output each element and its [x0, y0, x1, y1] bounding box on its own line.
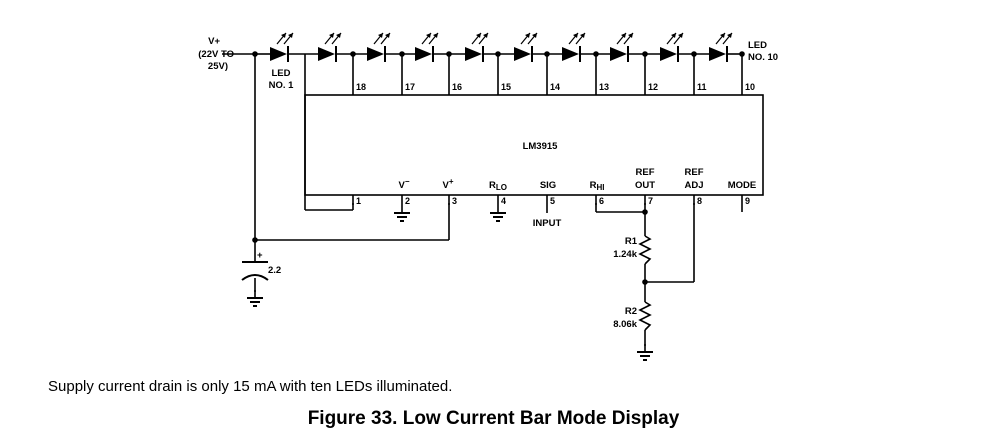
- capacitor-polarity: +: [257, 250, 263, 261]
- ground-capacitor: [247, 290, 263, 307]
- top-pin-14: 14: [550, 82, 560, 92]
- pin7-label-line2: OUT: [635, 180, 655, 191]
- pin5-label: SIG: [540, 180, 556, 191]
- pin2-label: V−: [398, 177, 409, 191]
- top-pin-15: 15: [501, 82, 511, 92]
- led-10: [709, 32, 733, 62]
- pin3-label: V+: [442, 177, 453, 191]
- ground-r2: [637, 344, 653, 361]
- r2-value: 8.06k: [613, 319, 637, 330]
- bottom-pin-1: 1: [356, 196, 361, 206]
- pin4-label: RLO: [489, 180, 507, 192]
- led-3: [367, 32, 391, 62]
- led1-label-line2: NO. 1: [269, 80, 295, 91]
- bottom-pin-6: 6: [599, 196, 604, 206]
- pin8-label-line2: ADJ: [684, 180, 703, 191]
- bottom-pin-2: 2: [405, 196, 410, 206]
- top-pin-11: 11: [697, 82, 707, 92]
- bottom-pin-3: 3: [452, 196, 457, 206]
- led-5: [465, 32, 489, 62]
- bottom-pin-5: 5: [550, 196, 555, 206]
- led-2: [318, 32, 342, 62]
- led-9: [660, 32, 684, 62]
- junction-dot-resistor-node: [642, 279, 648, 285]
- led-1: [270, 32, 294, 62]
- led10-label-line2: NO. 10: [748, 52, 778, 63]
- capacitor-value: 2.2: [268, 265, 281, 276]
- bottom-pin-8: 8: [697, 196, 702, 206]
- led-4: [415, 32, 439, 62]
- top-pin-18: 18: [356, 82, 366, 92]
- capacitor-symbol: [241, 261, 269, 281]
- ic-top-pins: 18 17 16 15 14 13 12 11 10: [356, 82, 755, 92]
- bottom-pin-7: 7: [648, 196, 653, 206]
- led10-label-line1: LED: [748, 40, 767, 51]
- top-pin-12: 12: [648, 82, 658, 92]
- led-6: [514, 32, 538, 62]
- led-8: [610, 32, 634, 62]
- junction-dot-ref-out: [642, 209, 648, 215]
- r1-value: 1.24k: [613, 249, 637, 260]
- junction-dot-capacitor: [252, 237, 258, 243]
- top-pin-13: 13: [599, 82, 609, 92]
- ground-pin2: [394, 205, 410, 222]
- supply-range-line2: 25V): [208, 61, 228, 72]
- bottom-pin-9: 9: [745, 196, 750, 206]
- ground-symbols: [247, 205, 653, 361]
- pin9-label: MODE: [728, 180, 757, 191]
- resistor-r2: [638, 301, 652, 331]
- top-pin-17: 17: [405, 82, 415, 92]
- top-pin-16: 16: [452, 82, 462, 92]
- pin8-label-line1: REF: [685, 167, 704, 178]
- circuit-wiring: [254, 54, 695, 346]
- led1-label-line1: LED: [272, 68, 291, 79]
- figure-caption: Figure 33. Low Current Bar Mode Display: [307, 408, 680, 429]
- r2-name: R2: [625, 306, 637, 317]
- resistor-r1: [638, 235, 652, 265]
- led-chain: [222, 32, 745, 95]
- pin6-label: RHI: [590, 180, 605, 192]
- top-pin-10: 10: [745, 82, 755, 92]
- footnote: Supply current drain is only 15 mA with …: [48, 378, 453, 395]
- r1-name: R1: [625, 236, 638, 247]
- bottom-pin-4: 4: [501, 196, 506, 206]
- supply-voltage-label: V+: [208, 36, 220, 47]
- led-7: [562, 32, 586, 62]
- ground-pin4: [490, 205, 506, 222]
- supply-range-line1: (22V TO: [198, 49, 234, 60]
- junction-dot-supply: [252, 51, 258, 57]
- ic-bottom-pins: 1 2 3 4 5 6 7 8 9: [352, 195, 750, 213]
- pin7-label-line1: REF: [636, 167, 655, 178]
- input-label: INPUT: [533, 218, 562, 229]
- ic-name: LM3915: [523, 141, 559, 152]
